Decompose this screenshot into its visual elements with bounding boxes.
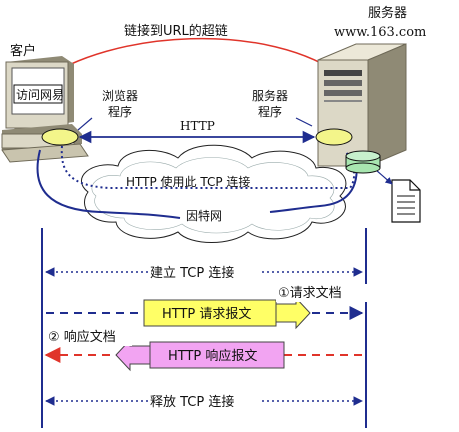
document-icon (391, 179, 421, 223)
client-connection-line (36, 149, 181, 219)
server-program-label-2: 程序 (258, 104, 282, 119)
server-connection-line (269, 159, 358, 213)
response-message-box: HTTP 响应报文 (115, 338, 285, 372)
server-label: 服务器 (368, 5, 407, 21)
request-message-label: HTTP 请求报文 (162, 307, 251, 322)
hyperlink-label: 链接到URL的超链 (124, 23, 228, 39)
http-tcp-label: HTTP 使用此 TCP 连接 (126, 174, 250, 189)
release-label: 释放 TCP 连接 (150, 394, 234, 410)
internet-cloud (81, 144, 347, 243)
database-icon (345, 150, 381, 174)
visit-page-link: 访问网易 (16, 88, 64, 102)
client-label: 客户 (10, 43, 36, 59)
browser-ellipse (41, 128, 79, 146)
establish-label: 建立 TCP 连接 (150, 265, 234, 281)
request-message-box: HTTP 请求报文 (143, 296, 311, 330)
server-program-label-1: 服务器 (252, 88, 288, 103)
http-label: HTTP (180, 119, 215, 133)
hyperlink-arrow (39, 37, 346, 83)
browser-label-1: 浏览器 (102, 88, 138, 103)
response-message-label: HTTP 响应报文 (168, 348, 257, 364)
client-computer (1, 56, 89, 163)
server-computer (317, 43, 407, 167)
request-note: ①请求文档 (278, 286, 342, 301)
browser-label-2: 程序 (108, 104, 132, 119)
internet-label: 因特网 (186, 208, 222, 223)
response-note: ② 响应文档 (48, 329, 116, 345)
server-host: www.163.com (334, 25, 426, 40)
server-program-ellipse (315, 128, 353, 146)
